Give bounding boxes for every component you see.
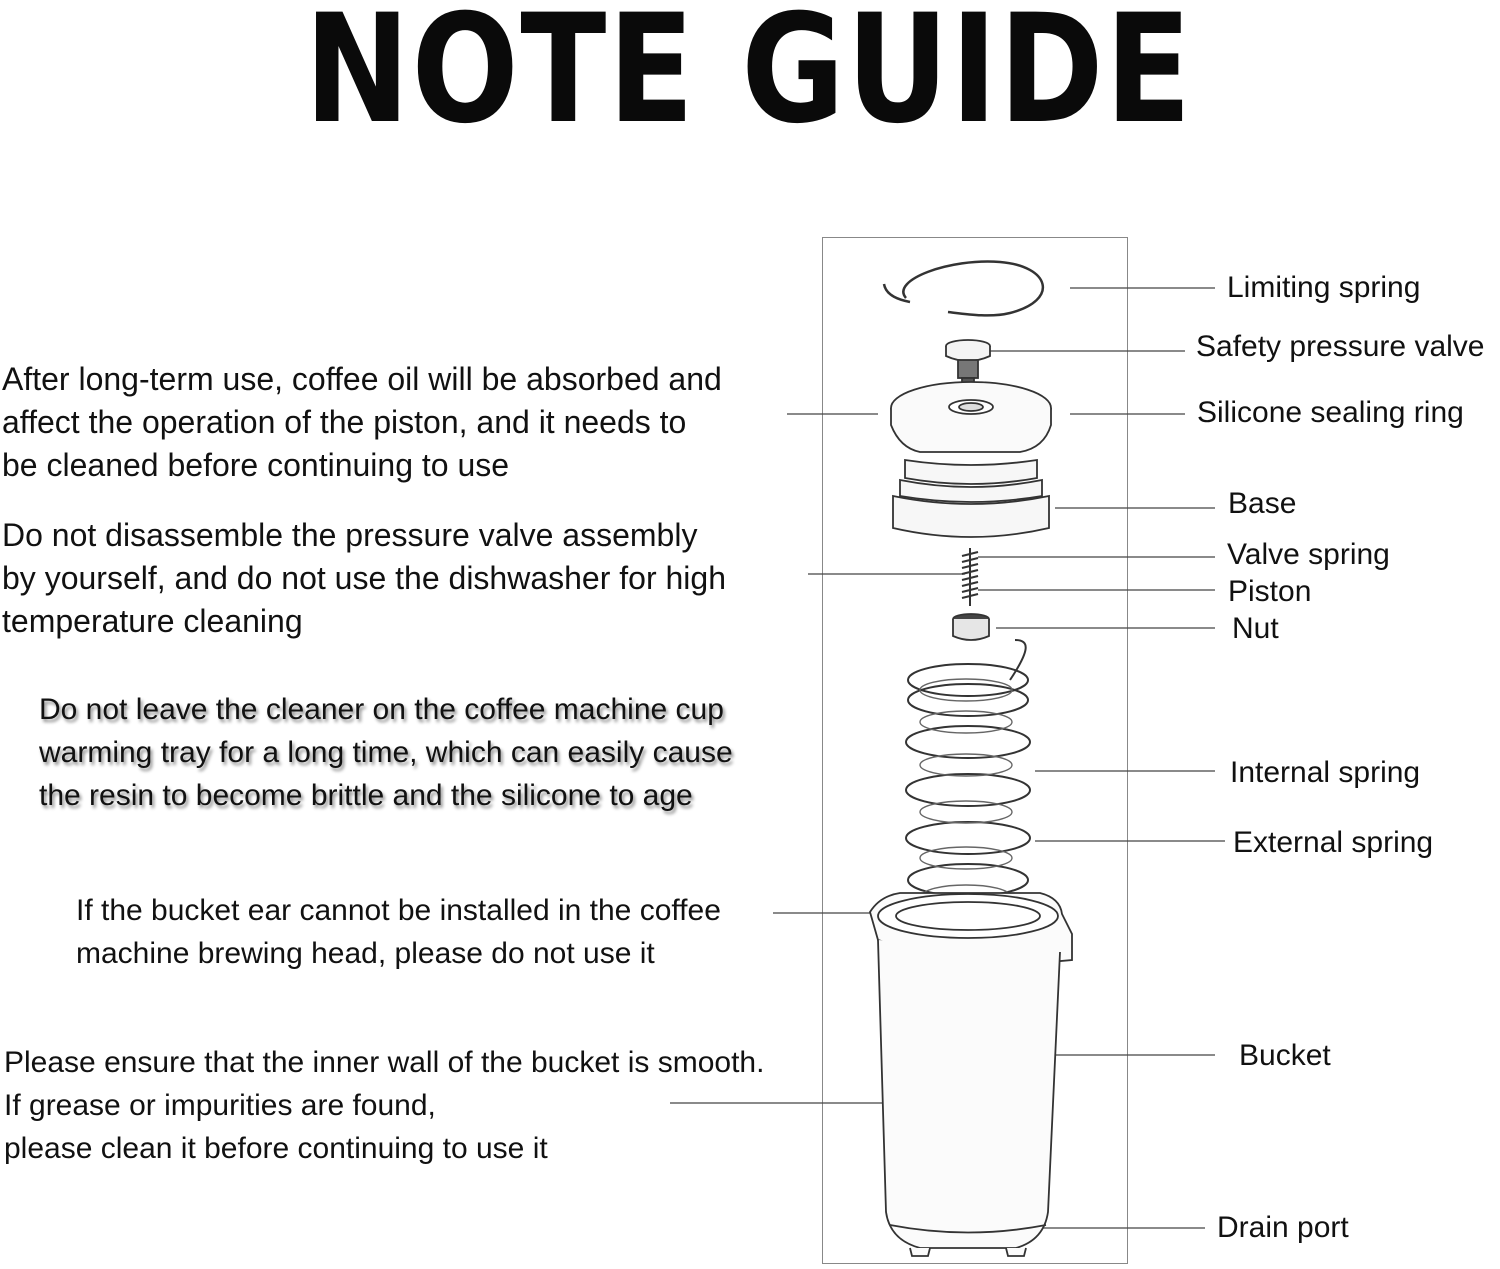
limiting-spring-shape bbox=[882, 260, 1044, 317]
note-line: be cleaned before continuing to use bbox=[2, 447, 510, 483]
label-drain-port: Drain port bbox=[1217, 1211, 1349, 1244]
label-external-spring: External spring bbox=[1233, 826, 1434, 859]
safety-pressure-valve-shape bbox=[945, 339, 991, 391]
note-line: temperature cleaning bbox=[2, 603, 303, 639]
nut-shape bbox=[952, 613, 990, 641]
base-shape bbox=[892, 458, 1050, 538]
note-line: warming tray for a long time, which can … bbox=[39, 736, 733, 769]
valve-spring-shape bbox=[961, 548, 979, 606]
label-limiting-spring: Limiting spring bbox=[1227, 271, 1421, 304]
note-line: If the bucket ear cannot be installed in… bbox=[76, 894, 721, 927]
label-bucket: Bucket bbox=[1239, 1039, 1331, 1072]
label-internal-spring: Internal spring bbox=[1230, 756, 1421, 789]
label-safety-pressure-valve: Safety pressure valve bbox=[1196, 330, 1485, 363]
note-line: the resin to become brittle and the sili… bbox=[39, 779, 693, 812]
label-base: Base bbox=[1228, 487, 1297, 520]
note-line: After long-term use, coffee oil will be … bbox=[2, 361, 722, 397]
note-line: affect the operation of the piston, and … bbox=[2, 404, 687, 440]
label-valve-spring: Valve spring bbox=[1227, 538, 1390, 571]
label-nut: Nut bbox=[1232, 612, 1279, 645]
note-line: please clean it before continuing to use… bbox=[4, 1132, 548, 1165]
note-line: Please ensure that the inner wall of the… bbox=[4, 1046, 765, 1079]
note-line: Do not leave the cleaner on the coffee m… bbox=[39, 693, 724, 726]
note-line: by yourself, and do not use the dishwash… bbox=[2, 560, 726, 596]
note-line: Do not disassemble the pressure valve as… bbox=[2, 517, 698, 553]
label-piston: Piston bbox=[1228, 575, 1312, 608]
page-title: NOTE GUIDE bbox=[304, 0, 1193, 157]
note-line: machine brewing head, please do not use … bbox=[76, 937, 655, 970]
label-silicone-sealing-ring: Silicone sealing ring bbox=[1197, 396, 1464, 429]
silicone-sealing-ring-shape bbox=[890, 381, 1052, 453]
diagram-frame bbox=[822, 237, 1128, 1264]
bucket-shape bbox=[869, 892, 1073, 1257]
note-line: If grease or impurities are found, bbox=[4, 1089, 436, 1122]
internal-spring-shape bbox=[919, 678, 1013, 908]
